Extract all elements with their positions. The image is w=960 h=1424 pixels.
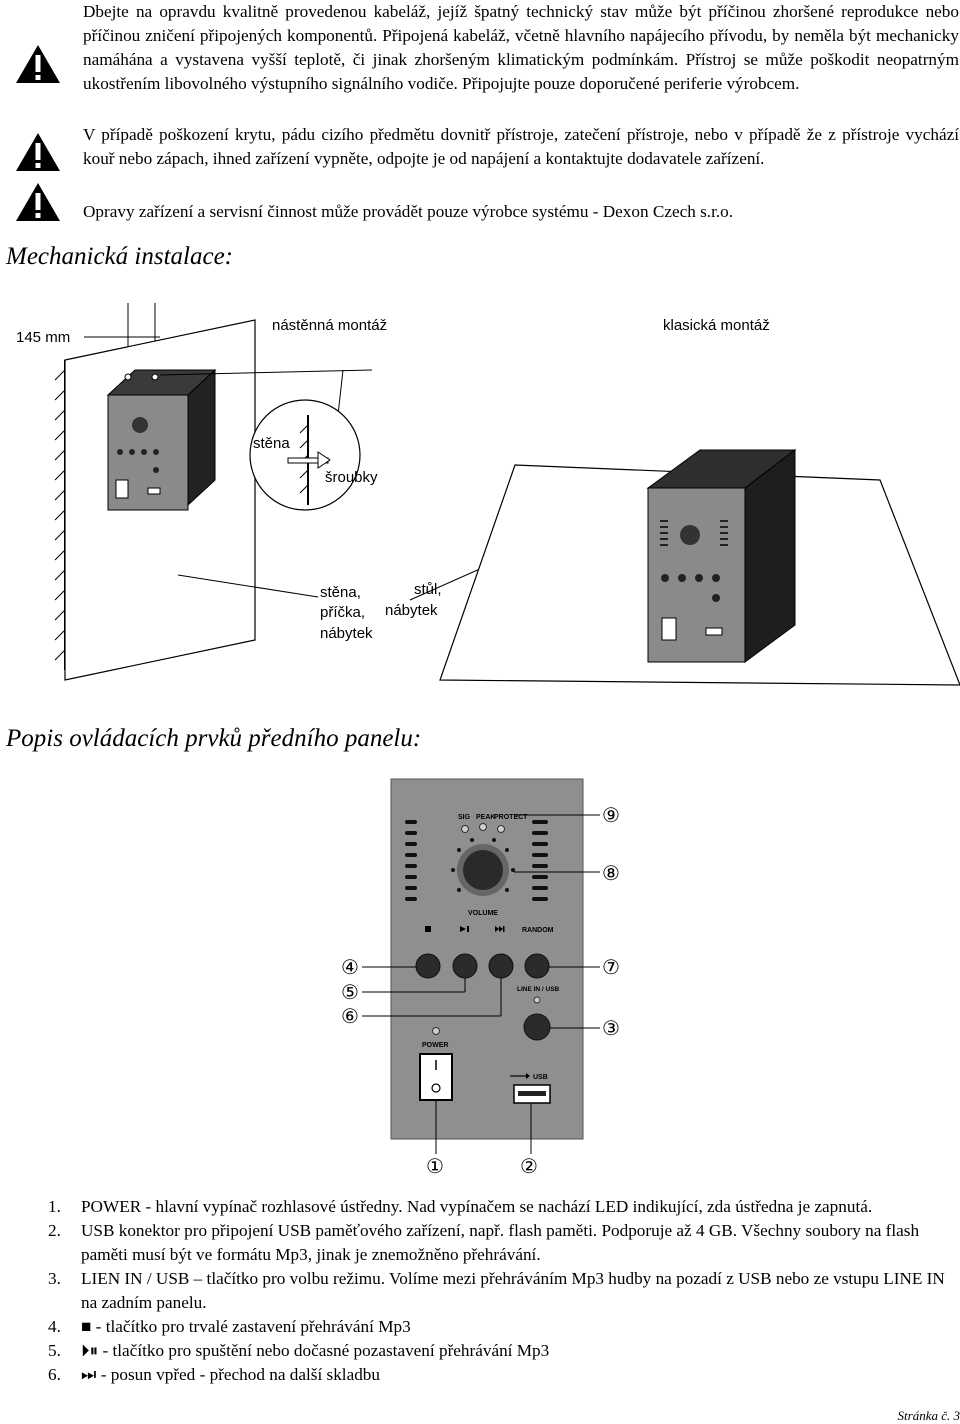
line-usb-label: LINE IN / USB xyxy=(517,986,560,993)
partition-label-1: stěna, xyxy=(320,584,361,601)
warning-paragraph-1: Dbejte na opravdu kvalitně provedenou ka… xyxy=(83,2,959,93)
protect-label: PROTECT xyxy=(494,814,528,821)
front-panel-figure: SIG PEAK PROTECT VOLUME RANDOM LINE IN /… xyxy=(341,778,620,1178)
warning-triangle-icon xyxy=(16,133,60,171)
volume-label: VOLUME xyxy=(468,910,498,917)
table-label-1: stůl, xyxy=(414,581,442,598)
list-item: 4.■ - tlačítko pro trvalé zastavení přeh… xyxy=(48,1317,411,1336)
classic-mount-label: klasická montáž xyxy=(663,317,770,334)
callout-2: ② xyxy=(520,1156,538,1178)
list-item: 2.USB konektor pro připojení USB paměťov… xyxy=(48,1221,920,1264)
screws-label: šroubky xyxy=(325,469,378,486)
callout-7: ⑦ xyxy=(602,957,620,979)
partition-label-2: příčka, xyxy=(320,604,365,621)
callout-9: ⑨ xyxy=(602,805,620,827)
callout-4: ④ xyxy=(341,957,359,979)
warning-paragraph-2: V případě poškození krytu, pádu cizího p… xyxy=(83,125,959,168)
partition-label-3: nábytek xyxy=(320,625,373,642)
play-pause-button[interactable] xyxy=(452,953,478,979)
dimension-label: 145 mm xyxy=(16,329,70,346)
next-button[interactable] xyxy=(488,953,514,979)
callout-5: ⑤ xyxy=(341,982,359,1004)
callout-1: ① xyxy=(426,1156,444,1178)
random-button[interactable] xyxy=(524,953,550,979)
wall-mount-label: nástěnná montáž xyxy=(272,317,387,334)
list-item: 5.⏵⏸ - tlačítko pro spuštění nebo dočasn… xyxy=(48,1341,550,1360)
callout-3: ③ xyxy=(602,1018,620,1040)
page-number: Stránka č. 3 xyxy=(897,1408,960,1423)
wall-label: stěna xyxy=(253,435,290,452)
control-description-list: 1.POWER - hlavní vypínač rozhlasové ústř… xyxy=(0,1195,960,1387)
warning-paragraph-3: Opravy zařízení a servisní činnost může … xyxy=(83,202,734,221)
line-usb-button[interactable] xyxy=(523,1013,551,1041)
warning-triangle-icon xyxy=(16,183,60,221)
warning-triangle-icon xyxy=(16,45,60,83)
section-heading-mechanical: Mechanická instalace: xyxy=(6,243,233,270)
section-heading-panel: Popis ovládacích prvků předního panelu: xyxy=(6,725,422,752)
table-label-2: nábytek xyxy=(385,602,438,619)
callout-6: ⑥ xyxy=(341,1006,359,1028)
sig-label: SIG xyxy=(458,814,471,821)
list-item: 3.LIEN IN / USB – tlačítko pro volbu rež… xyxy=(48,1269,945,1312)
mechanical-installation-figure: 145 mm xyxy=(16,303,960,686)
stop-button[interactable] xyxy=(415,953,441,979)
usb-label: USB xyxy=(533,1074,548,1081)
list-item: 1.POWER - hlavní vypínač rozhlasové ústř… xyxy=(48,1197,873,1216)
power-label: POWER xyxy=(422,1042,448,1049)
list-item: 6.⏭ - posun vpřed - přechod na další skl… xyxy=(48,1365,380,1384)
random-label: RANDOM xyxy=(522,927,554,934)
callout-8: ⑧ xyxy=(602,863,620,885)
peak-label: PEAK xyxy=(476,814,495,821)
usb-icon xyxy=(510,1073,530,1079)
